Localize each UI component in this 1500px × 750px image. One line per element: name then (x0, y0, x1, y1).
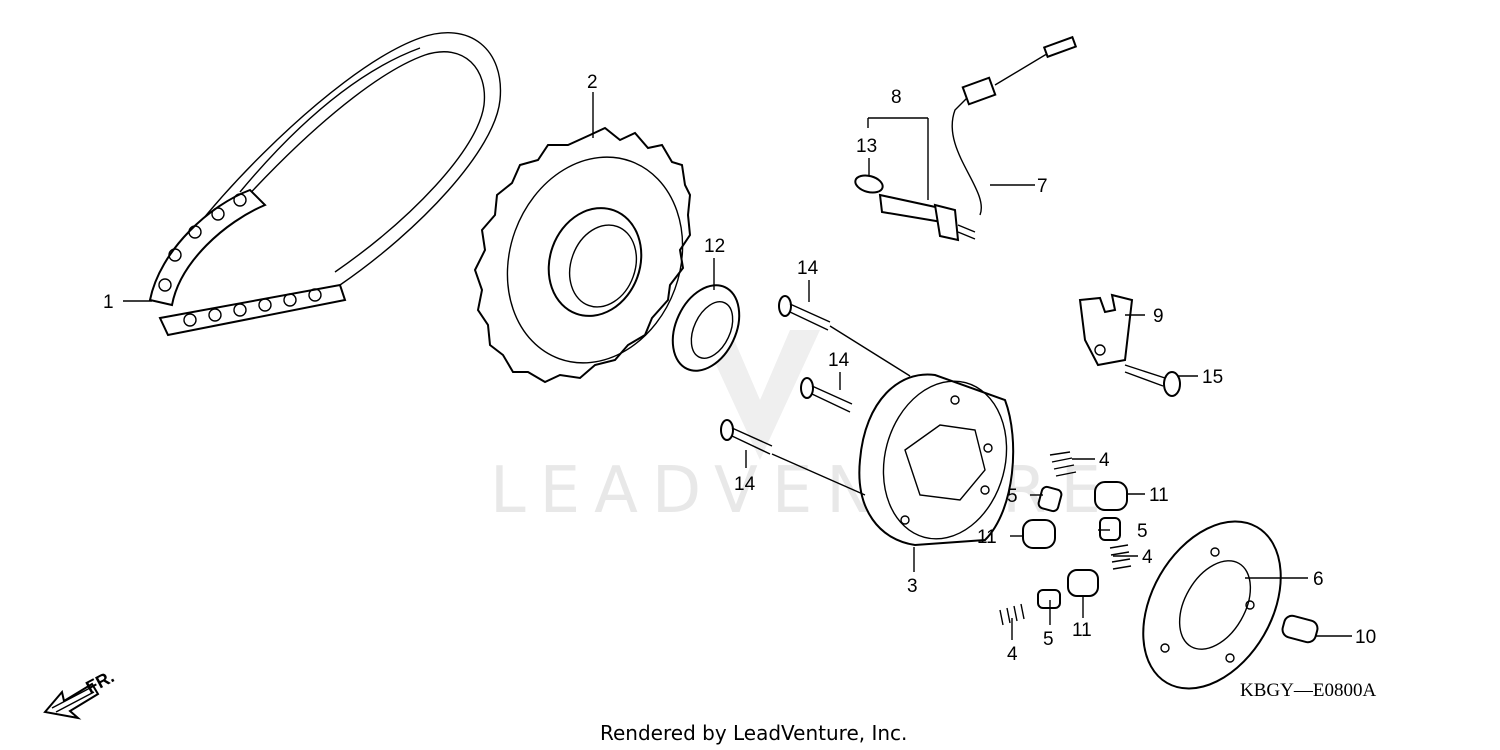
callout-2: 2 (587, 72, 598, 93)
callout-11a: 11 (1149, 485, 1169, 506)
oil-seal (671, 284, 741, 372)
callout-14c: 14 (734, 474, 756, 495)
callout-9: 9 (1153, 306, 1164, 327)
screw-upper (778, 295, 831, 331)
callout-3: 3 (907, 576, 918, 597)
callout-11c: 11 (1072, 620, 1092, 641)
callout-5b: 5 (1137, 521, 1148, 542)
clutch-outer (858, 373, 1015, 547)
dowel-pin (1281, 614, 1319, 644)
drive-chain (148, 32, 502, 337)
screws (720, 295, 853, 455)
watermark-logo (700, 330, 820, 460)
sprocket (473, 126, 692, 384)
callout-7: 7 (1037, 176, 1048, 197)
callout-6: 6 (1313, 569, 1324, 590)
callout-15: 15 (1202, 367, 1223, 388)
sensor-wire (951, 35, 1078, 216)
flange-bolt (1124, 364, 1181, 397)
callout-11b: 11 (977, 527, 997, 548)
callout-12: 12 (704, 236, 725, 257)
screw-middle (800, 377, 853, 413)
clutch-small-parts (999, 451, 1132, 626)
callout-13: 13 (856, 136, 877, 157)
chain-links (148, 188, 347, 337)
callout-14a: 14 (797, 258, 819, 279)
callout-10: 10 (1355, 627, 1376, 648)
diagram-code: KBGY—E0800A (1240, 680, 1376, 701)
callout-4c: 4 (1007, 644, 1018, 665)
callout-4b: 4 (1142, 547, 1153, 568)
front-direction-indicator: FR. (43, 666, 117, 720)
callout-5c: 5 (1043, 629, 1054, 650)
callout-1: 1 (103, 292, 114, 313)
bracket (1078, 293, 1134, 367)
clutch-plate (1142, 520, 1282, 690)
watermark-text: LEADVENTURE (490, 454, 1115, 528)
callout-numbers: 1 2 3 4 4 4 5 5 5 6 7 8 9 10 11 11 11 12… (103, 72, 1376, 665)
screw-lower (720, 419, 773, 455)
footer-credit: Rendered by LeadVenture, Inc. (600, 721, 907, 745)
callout-5a: 5 (1007, 486, 1018, 507)
callout-8: 8 (891, 87, 902, 108)
leader-lines (123, 92, 1352, 640)
sensor-shaft (854, 174, 976, 242)
front-arrow-icon (43, 682, 100, 720)
callout-14b: 14 (828, 350, 850, 371)
callout-4a: 4 (1099, 450, 1110, 471)
